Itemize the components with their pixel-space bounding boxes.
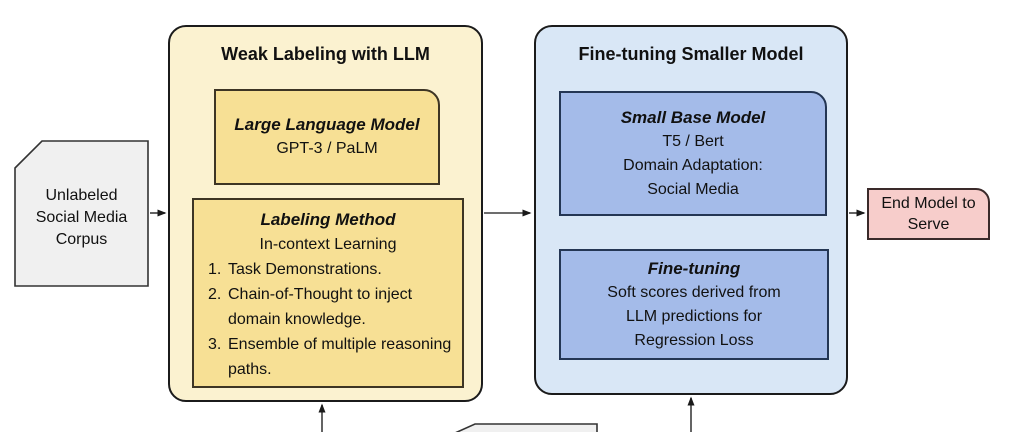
list-item-text: Chain-of-Thought to inject domain knowle…	[228, 286, 413, 328]
list-item-text: Ensemble of multiple reasoning paths.	[228, 336, 452, 378]
small-base-model-line-1: T5 / Bert	[662, 132, 724, 150]
unlabeled-corpus-label: Unlabeled Social Media Corpus	[15, 141, 148, 286]
fine-tuning-box-title: Fine-tuning	[647, 258, 741, 278]
small-base-model-line-2: Domain Adaptation:	[623, 156, 763, 174]
large-language-model-box: Large Language Model GPT-3 / PaLM	[214, 89, 440, 185]
labeling-method-subtitle: In-context Learning	[259, 236, 397, 253]
fine-tuning-container-title: Fine-tuning Smaller Model	[578, 44, 804, 64]
labeling-method-title: Labeling Method	[260, 210, 396, 229]
small-base-model-box: Small Base Model T5 / Bert Domain Adapta…	[559, 91, 827, 216]
list-item: 1. Task Demonstrations.	[208, 257, 456, 282]
small-base-model-line-3: Social Media	[647, 180, 739, 198]
list-item: 3. Ensemble of multiple reasoning paths.	[208, 332, 456, 382]
fine-tuning-line-3: Regression Loss	[634, 331, 754, 349]
fine-tuning-box: Fine-tuning Soft scores derived from LLM…	[559, 249, 829, 360]
list-item-number: 1.	[208, 261, 222, 278]
fine-tuning-line-2: LLM predictions for	[625, 307, 763, 325]
llm-box-title: Large Language Model	[234, 115, 420, 134]
labeling-method-box: Labeling Method In-context Learning 1. T…	[192, 198, 464, 388]
end-model-box: End Model to Serve	[867, 188, 990, 240]
weak-labeling-title: Weak Labeling with LLM	[221, 44, 430, 64]
end-model-line-2: Serve	[907, 216, 950, 233]
corpus-line-1: Unlabeled	[45, 186, 118, 204]
fine-tuning-container: Fine-tuning Smaller Model Small Base Mod…	[534, 25, 848, 395]
corpus-line-3: Corpus	[55, 230, 108, 248]
fine-tuning-line-1: Soft scores derived from	[607, 283, 781, 301]
bottom-partial-document-shape	[455, 423, 598, 432]
unlabeled-corpus-document-shape	[14, 140, 149, 287]
list-item-number: 2.	[208, 286, 222, 303]
corpus-line-2: Social Media	[35, 208, 128, 226]
labeling-method-list: 1. Task Demonstrations. 2. Chain-of-Thou…	[194, 257, 462, 382]
end-model-line-1: End Model to	[881, 195, 976, 212]
list-item: 2. Chain-of-Thought to inject domain kno…	[208, 282, 456, 332]
small-base-model-title: Small Base Model	[620, 107, 766, 127]
list-item-text: Task Demonstrations.	[228, 261, 382, 278]
weak-labeling-container: Weak Labeling with LLM Large Language Mo…	[168, 25, 483, 402]
llm-box-subtitle: GPT-3 / PaLM	[276, 140, 378, 157]
list-item-number: 3.	[208, 336, 222, 353]
